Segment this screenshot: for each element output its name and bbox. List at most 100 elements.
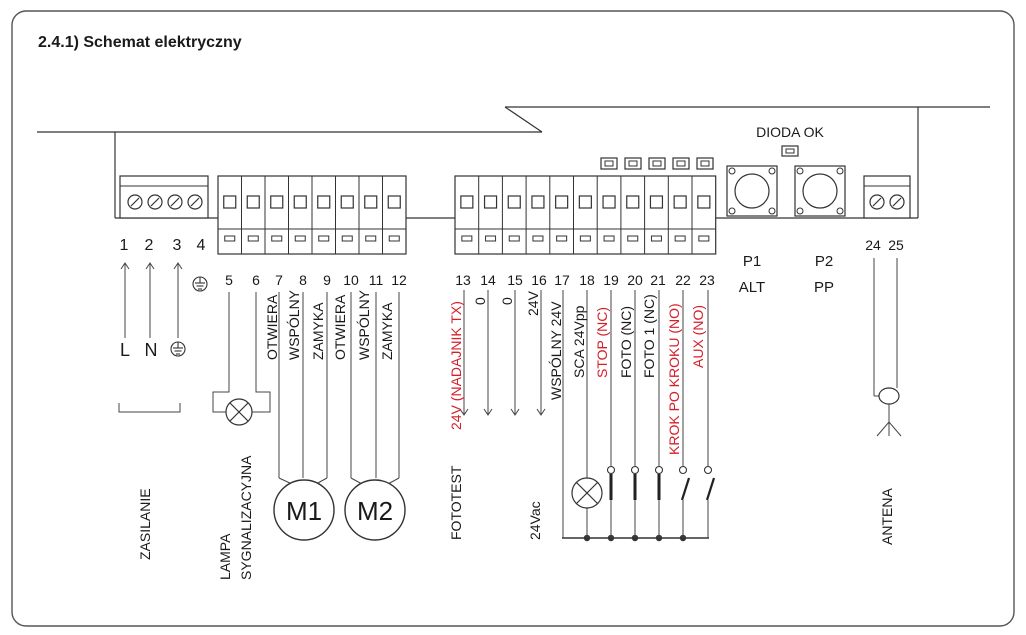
led-label: DIODA OK (756, 124, 824, 140)
no-contact-aux (703, 290, 716, 538)
input-label: AUX (NO) (690, 305, 706, 368)
p2-function: PP (814, 279, 834, 296)
p1-label: P1 (743, 253, 761, 270)
vac-label: 24Vac (527, 501, 543, 540)
terminal-number: 18 (579, 272, 595, 288)
nc-contact-foto (630, 290, 640, 538)
warning-lamp-symbol (225, 398, 253, 426)
spring-terminal (317, 195, 331, 209)
antenna-coax-symbol (878, 387, 900, 405)
arrow (483, 408, 493, 416)
power-label: ZASILANIE (137, 488, 153, 560)
terminal-number: 14 (480, 272, 496, 288)
terminal-blocks (119, 157, 911, 255)
terminal-number: 8 (299, 272, 307, 288)
terminal-number: 16 (531, 272, 547, 288)
terminal-number: 2 (145, 237, 154, 254)
terminal-number: 15 (507, 272, 523, 288)
diagram-title: 2.4.1) Schemat elektryczny (38, 34, 242, 51)
terminal-number: 20 (627, 272, 643, 288)
antenna-terminal-block (863, 175, 911, 219)
led-indicator (781, 145, 799, 157)
p2-button[interactable] (794, 165, 846, 217)
arrow (510, 408, 520, 416)
spring-terminal (602, 195, 616, 209)
input-label: KROK PO KROKU (NO) (666, 303, 682, 455)
spring-terminal (364, 195, 378, 209)
spring-terminal (507, 195, 521, 209)
spring-terminal (555, 195, 569, 209)
arrow (536, 408, 546, 416)
terminal-number: 11 (369, 272, 384, 288)
terminal-number: 12 (391, 272, 407, 288)
motor-wire-label: ZAMYKA (310, 302, 326, 360)
terminal-number: 19 (603, 272, 619, 288)
spring-terminal (626, 195, 640, 209)
terminal-number: 3 (173, 237, 182, 254)
diagram-frame (11, 10, 1015, 627)
p1-button[interactable] (726, 165, 778, 217)
spring-terminal (340, 195, 354, 209)
spring-terminal (649, 195, 664, 209)
input-label: 0 (499, 297, 515, 305)
input-label: FOTO (NC) (618, 306, 634, 378)
arrow (173, 262, 183, 270)
power-bracket (118, 403, 181, 413)
terminal-number: 9 (323, 272, 331, 288)
spring-terminal (246, 195, 260, 209)
input-label: WSPÓLNY 24V (548, 301, 564, 400)
spring-terminal (673, 195, 687, 209)
phase-label: L (120, 340, 130, 360)
input-label: 0 (472, 297, 488, 305)
p2-label: P2 (815, 253, 833, 270)
motor-m1-symbol (273, 479, 335, 541)
lamp-label: SYGNALIZACYJNA (238, 455, 254, 580)
terminal-number: 4 (197, 237, 206, 254)
arrow (120, 262, 130, 270)
motor-wire-label: OTWIERA (332, 294, 348, 360)
spring-terminal (578, 195, 592, 209)
motor-wire-label: WSPÓLNY (356, 289, 372, 360)
ground-symbol (192, 276, 208, 292)
motor-wire-label: ZAMYKA (379, 302, 395, 360)
input-terminal-block (454, 175, 717, 255)
terminal-number: 5 (225, 272, 233, 288)
motor-wire-label: OTWIERA (264, 294, 280, 360)
spring-terminal (483, 195, 498, 209)
terminal-number: 6 (252, 272, 260, 288)
terminal-number: 7 (275, 272, 283, 288)
input-label: 24V (525, 290, 541, 316)
antenna-label: ANTENA (879, 488, 895, 545)
input-label: 24V (NADAJNIK TX) (448, 301, 464, 430)
spring-terminal (223, 195, 237, 209)
spring-terminal (697, 195, 711, 209)
nc-contact-foto1 (654, 290, 664, 538)
motor-m1-label: M1 (286, 496, 322, 526)
p1-function: ALT (739, 279, 765, 296)
motor-terminal-block (217, 175, 407, 255)
no-contact-step (678, 290, 691, 538)
terminal-number: 17 (554, 272, 570, 288)
ground-symbol (170, 341, 186, 357)
input-label: STOP (NC) (594, 307, 610, 378)
motor-m2-symbol (344, 479, 406, 541)
input-label: FOTO 1 (NC) (641, 294, 657, 378)
spring-terminal (270, 195, 284, 209)
motor-wire-label: WSPÓLNY (286, 289, 302, 360)
terminal-number: 21 (650, 272, 666, 288)
terminal-number: 24 (865, 237, 881, 253)
terminal-number: 10 (343, 272, 359, 288)
terminal-number: 23 (699, 272, 715, 288)
fototest-label: FOTOTEST (448, 465, 464, 540)
motor-m2-label: M2 (357, 496, 393, 526)
wiring (118, 258, 902, 542)
spring-terminal (460, 195, 474, 209)
arrow (145, 262, 155, 270)
arrow (459, 408, 469, 416)
indicator-lamp-symbol (571, 477, 603, 509)
terminal-number: 22 (675, 272, 691, 288)
lamp-label: LAMPA (217, 533, 233, 580)
terminal-number: 25 (888, 237, 904, 253)
